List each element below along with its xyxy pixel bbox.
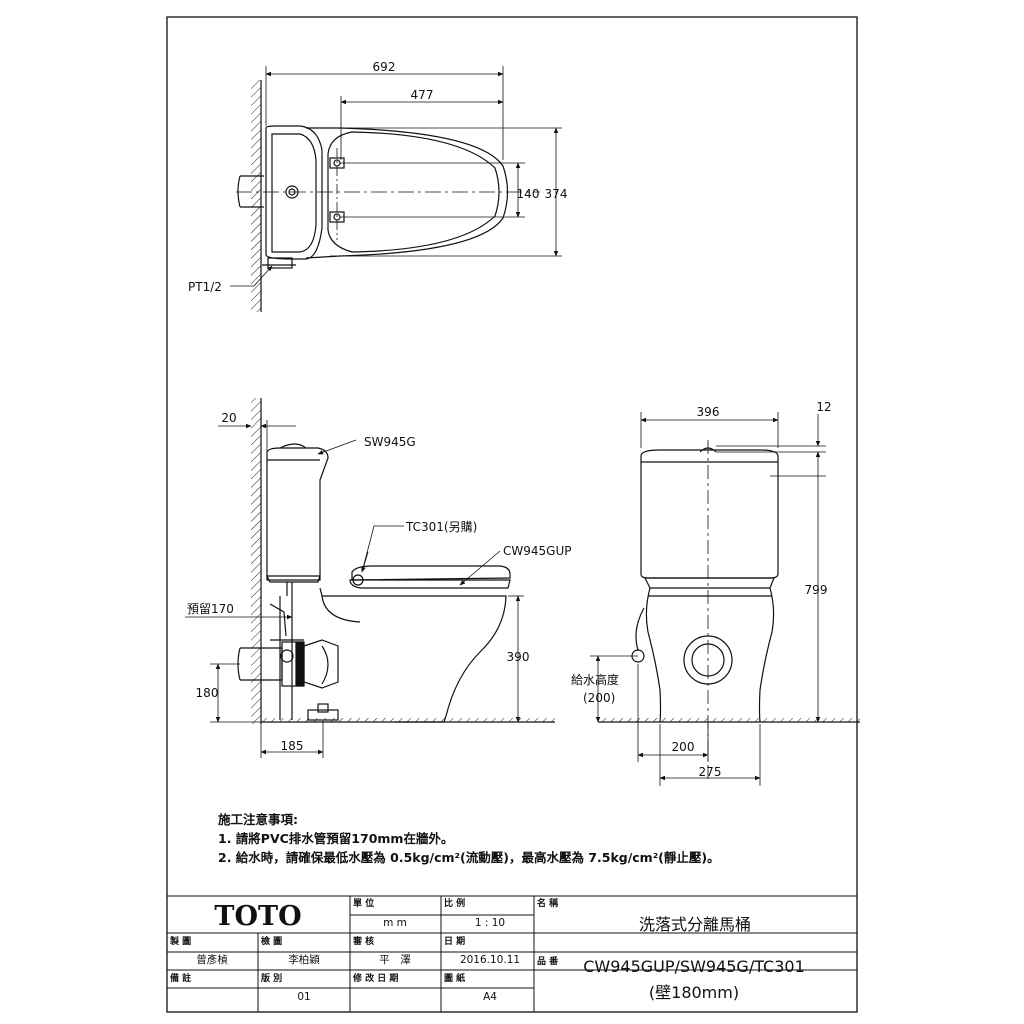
tb-version-label: 版 別 [260,972,282,984]
tb-approved-value: 平 澤 [379,954,411,966]
dim-wall-gap: 20 [221,411,236,425]
dim-supply-offset: 200 [672,740,695,754]
notes-title: 施工注意事項: [218,812,298,827]
front-floor-hatch [598,718,860,722]
dim-top-overall: 692 [373,60,396,74]
dim-supply-height: (200) [583,691,615,705]
toto-logo: TOTO [214,901,301,932]
label-supply-height: 給水高度 [571,672,619,687]
dim-top-hinge: 140 [517,187,540,201]
dim-bowl-height: 390 [507,650,530,664]
tb-drawn-label: 製 圖 [169,935,191,947]
tb-approved-label: 審 核 [352,935,374,947]
side-view [237,398,555,724]
tb-date-value: 2016.10.11 [460,954,520,966]
label-pipe-thread: PT1/2 [188,280,222,294]
callout-bowl: CW945GUP [503,544,571,558]
tb-part-sub: (壁180mm) [649,983,739,1002]
callout-seat: TC301(另購) [405,520,477,534]
side-wall-hatch [251,398,261,724]
tb-date-label: 日 期 [444,935,465,947]
tb-scale-value: 1 : 10 [475,917,505,929]
dim-lid-gap: 12 [816,400,831,414]
top-view [236,80,540,312]
dim-overall-height: 799 [805,583,828,597]
front-view-dimensions [590,412,826,786]
top-view-dimensions [230,66,562,287]
tb-paper-value: A4 [483,991,497,1003]
side-view-dimensions [185,420,524,758]
notes-line-1: 1. 請將PVC排水管預留170mm在牆外。 [218,831,453,846]
side-floor-hatch [261,718,555,722]
tb-unit-label: 單 位 [353,897,374,909]
tb-checked-value: 李柏穎 [288,953,320,966]
title-block [166,895,858,1013]
dim-drain-height: 180 [196,686,219,700]
dim-drain-offset: 185 [281,739,304,753]
tb-revdate-label: 修 改 日 期 [352,972,398,984]
dim-base-width: 275 [699,765,722,779]
tb-remarks-label: 備 註 [170,972,191,984]
callout-tank: SW945G [364,435,416,449]
tb-part-value: CW945GUP/SW945G/TC301 [583,957,805,976]
dim-top-seat: 477 [411,88,434,102]
tb-name-value: 洗落式分離馬桶 [639,915,751,934]
dim-front-width: 396 [697,405,720,419]
dim-drain-reserve: 預留170 [187,602,234,616]
top-wall-hatch [251,80,261,312]
tb-part-label: 品 番 [537,955,559,967]
notes-line-2: 2. 給水時，請確保最低水壓為 0.5kg/cm²(流動壓)，最高水壓為 7.5… [218,850,720,865]
tb-unit-value: m m [383,917,407,929]
tb-drawn-value: 曾彥楨 [196,953,228,966]
tb-checked-label: 檢 圖 [261,935,282,947]
tb-version-value: 01 [297,991,310,1003]
dim-top-width: 374 [545,187,568,201]
tb-paper-label: 圖 紙 [444,972,465,984]
tb-name-label: 名 稱 [537,897,558,909]
tb-scale-label: 比 例 [444,897,465,909]
front-view [598,440,860,780]
